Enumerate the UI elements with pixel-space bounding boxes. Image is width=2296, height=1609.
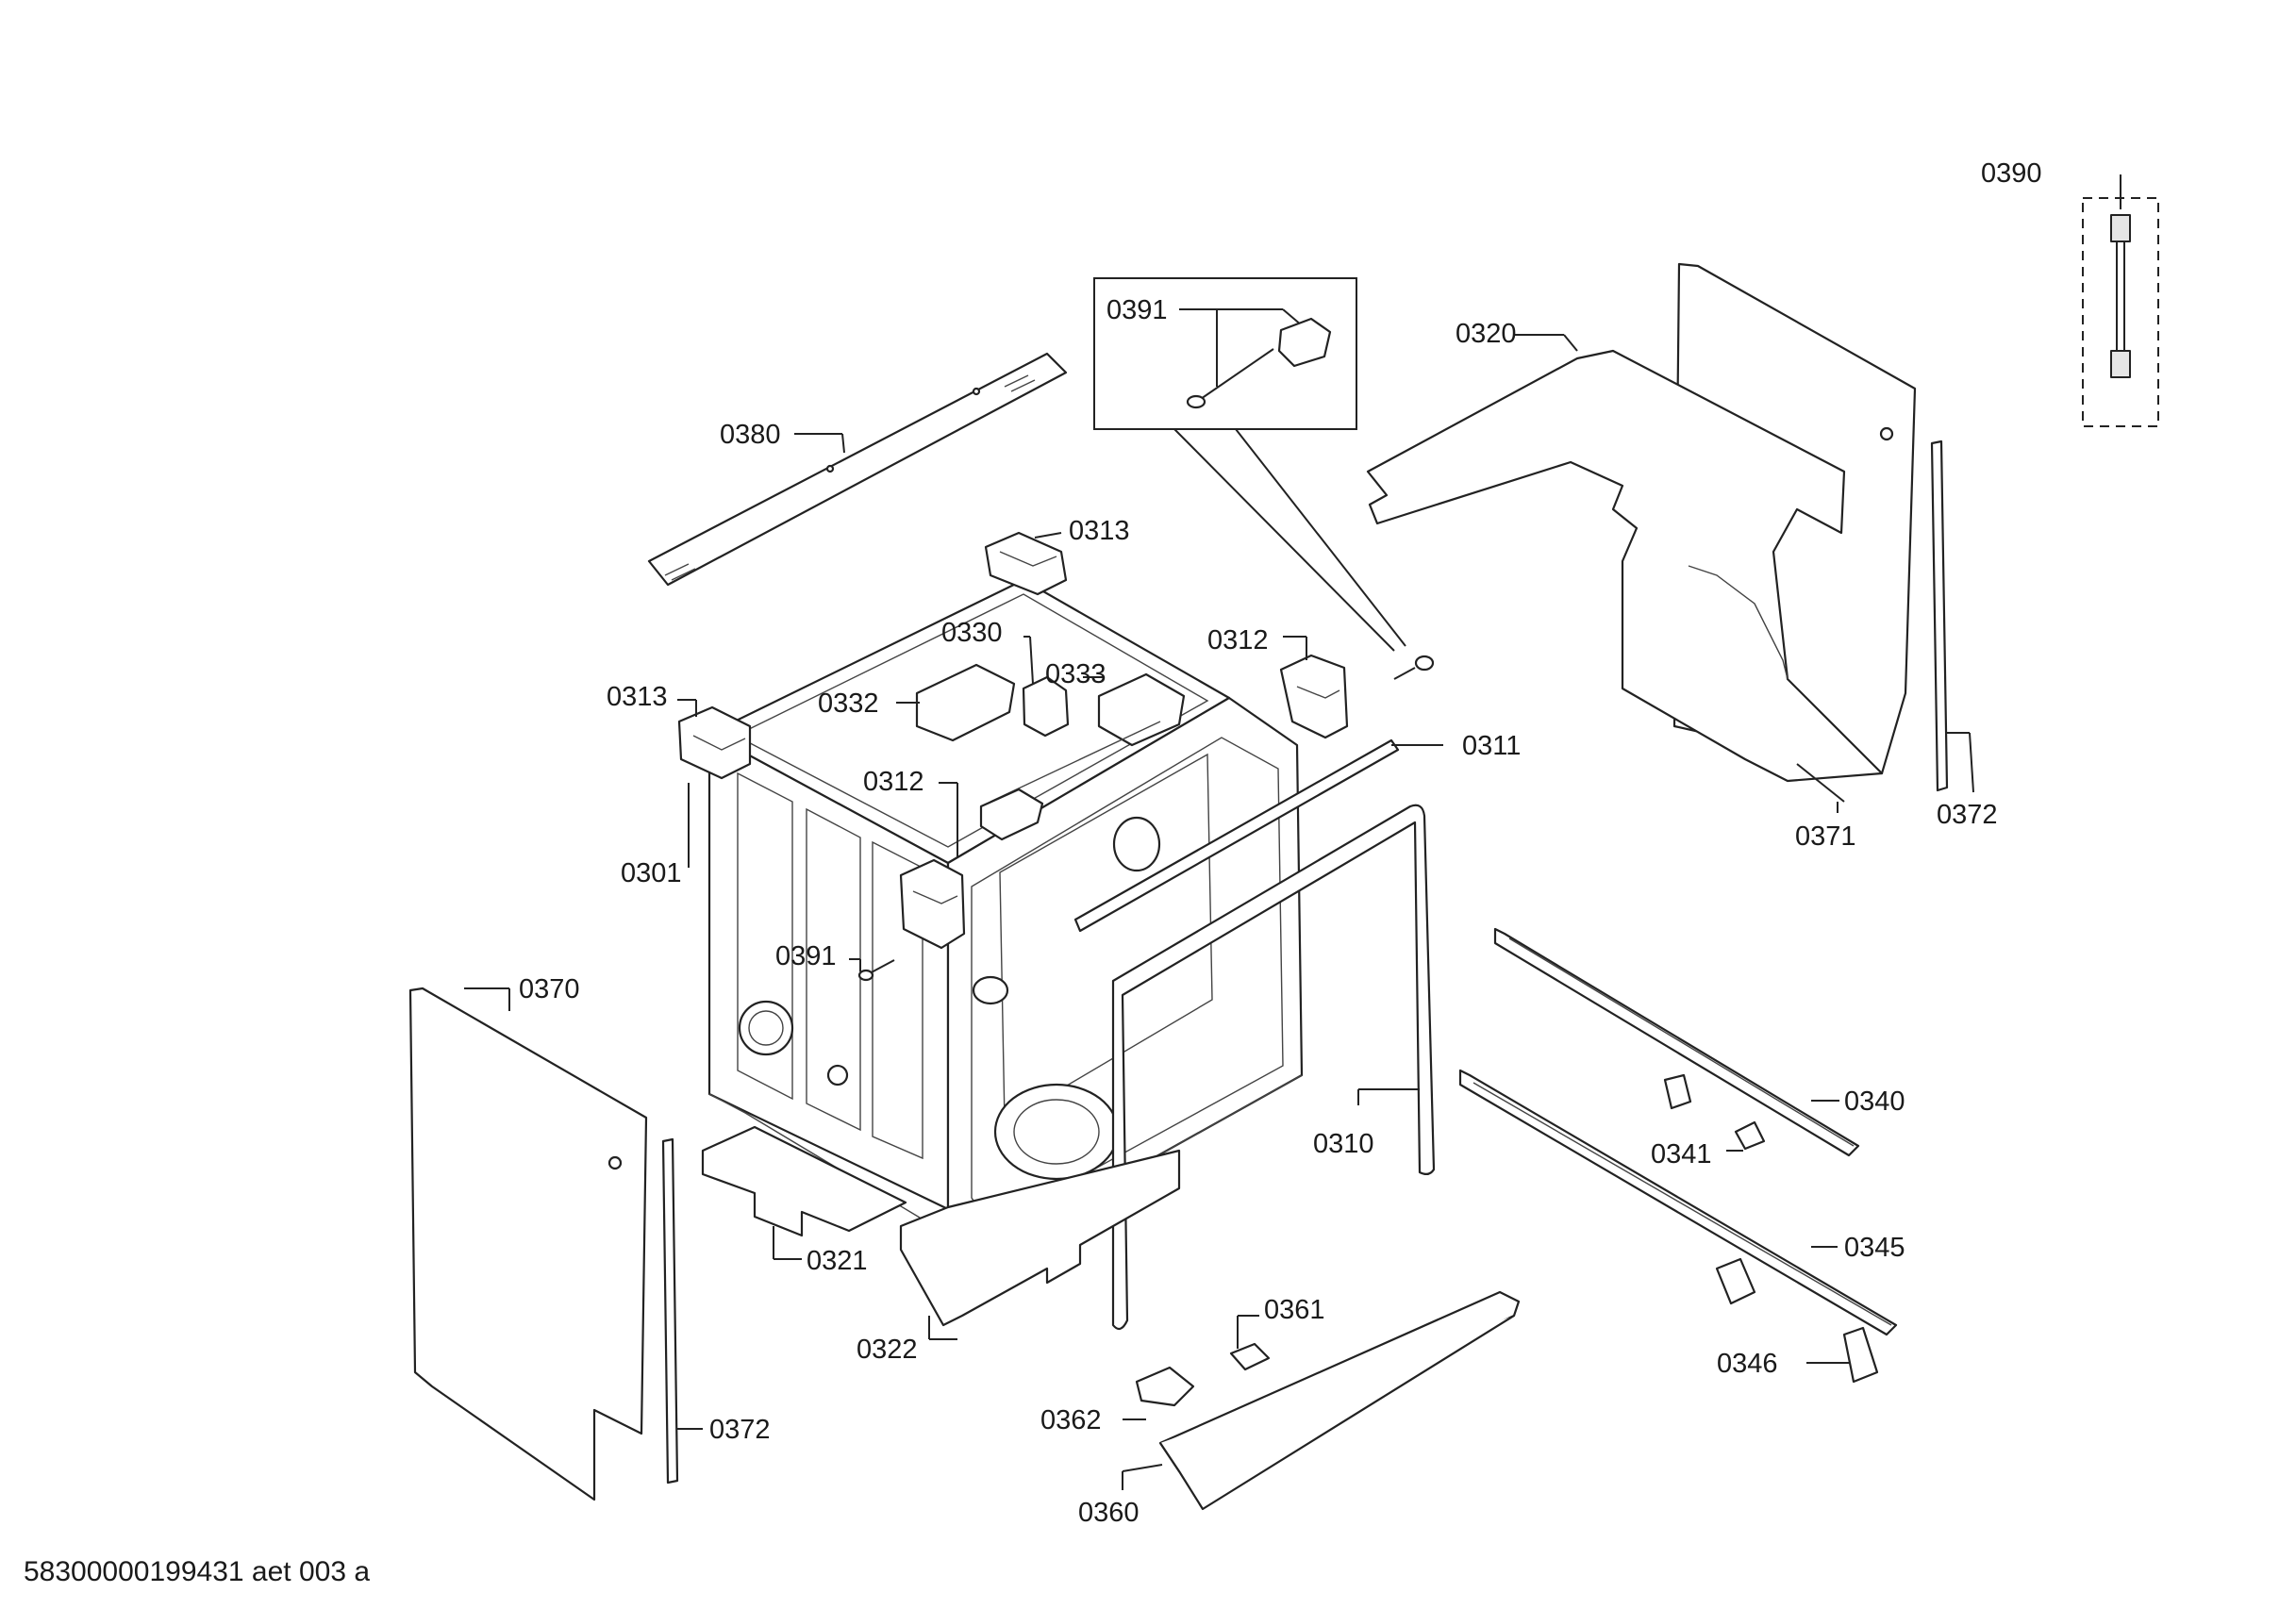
part-0346-clip bbox=[1715, 1257, 1879, 1384]
leader-lines bbox=[677, 334, 1838, 868]
part-0390-cable bbox=[2082, 174, 2159, 427]
label-0301: 0301 bbox=[621, 858, 682, 888]
label-0391-top: 0391 bbox=[1106, 295, 1168, 325]
part-0332-cover bbox=[915, 663, 1016, 742]
part-0333-cover bbox=[990, 672, 1186, 803]
label-0380: 0380 bbox=[720, 420, 781, 450]
part-0391-detail-box bbox=[1093, 277, 1435, 680]
label-0333: 0333 bbox=[1045, 659, 1106, 689]
part-0322-base-front bbox=[899, 1149, 1181, 1340]
part-0362-connector bbox=[1123, 1366, 1195, 1420]
label-0313-top: 0313 bbox=[1069, 516, 1130, 546]
label-0346: 0346 bbox=[1717, 1349, 1778, 1379]
label-0313-left: 0313 bbox=[607, 682, 668, 712]
part-0313-bracket-top bbox=[984, 531, 1068, 596]
label-0322: 0322 bbox=[857, 1335, 918, 1365]
part-0321-base-left bbox=[701, 1125, 907, 1260]
label-0345: 0345 bbox=[1844, 1233, 1905, 1263]
part-0310-door-seal bbox=[1111, 804, 1436, 1331]
label-0312-right: 0312 bbox=[1207, 625, 1269, 655]
label-0372-right: 0372 bbox=[1937, 800, 1998, 830]
part-0380-top-plate bbox=[647, 352, 1068, 587]
label-0372-left: 0372 bbox=[709, 1415, 771, 1445]
part-0372-right-strip bbox=[1930, 440, 1974, 793]
label-0341: 0341 bbox=[1651, 1139, 1712, 1169]
label-0390: 0390 bbox=[1981, 158, 2042, 189]
part-0345-rail bbox=[1458, 1069, 1898, 1336]
part-0312-mid-small bbox=[979, 788, 1044, 841]
label-0370: 0370 bbox=[519, 974, 580, 1004]
part-0311-seal-rail bbox=[1073, 738, 1443, 933]
part-0330-lock bbox=[1022, 636, 1070, 738]
label-0360: 0360 bbox=[1078, 1498, 1140, 1528]
part-0312-hinge-mid bbox=[899, 858, 966, 950]
label-0391-mid: 0391 bbox=[775, 941, 837, 971]
label-0312-mid: 0312 bbox=[863, 767, 924, 797]
label-0371: 0371 bbox=[1795, 821, 1856, 852]
part-0372-left-strip bbox=[661, 1137, 703, 1485]
label-0320: 0320 bbox=[1456, 319, 1517, 349]
label-0321: 0321 bbox=[807, 1246, 868, 1276]
part-0313-bracket-left bbox=[677, 705, 752, 780]
part-0360-base-tray bbox=[1122, 1290, 1521, 1511]
label-0311: 0311 bbox=[1462, 731, 1521, 761]
label-0362: 0362 bbox=[1040, 1405, 1102, 1435]
label-0340: 0340 bbox=[1844, 1086, 1905, 1117]
label-0330: 0330 bbox=[941, 618, 1003, 648]
part-0320-insulation-panel bbox=[1366, 262, 1917, 803]
part-0341-clip bbox=[1663, 1073, 1766, 1152]
part-0361-bracket bbox=[1229, 1315, 1271, 1371]
document-id-footer: 58300000199431 aet 003 a bbox=[24, 1556, 370, 1587]
part-labels: 0390 0391 0320 0380 0313 0330 0312 0333 … bbox=[24, 158, 2042, 1587]
part-0340-rail bbox=[1493, 927, 1860, 1157]
label-0332: 0332 bbox=[818, 688, 879, 719]
part-0312-hinge-right bbox=[1279, 654, 1349, 739]
part-0370-side-panel bbox=[408, 987, 648, 1501]
part-0391-screw bbox=[849, 958, 895, 982]
label-0310: 0310 bbox=[1313, 1129, 1374, 1159]
label-0361: 0361 bbox=[1264, 1295, 1325, 1325]
